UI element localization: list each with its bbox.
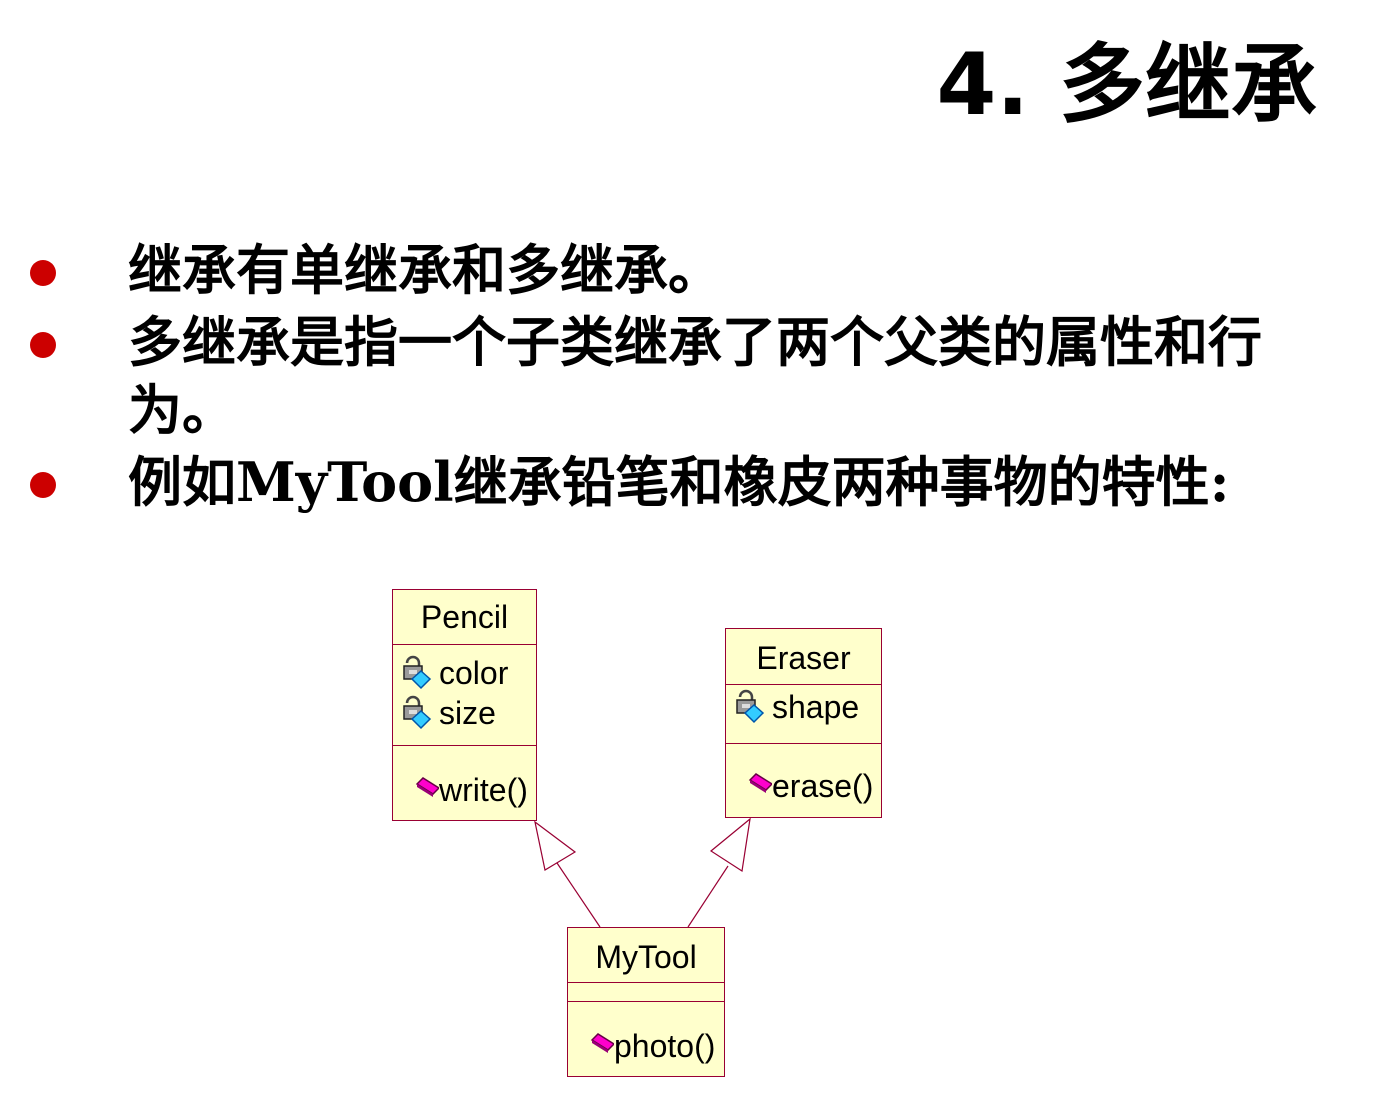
class-attributes: color size [393,645,536,746]
bullet-dot-icon [30,260,56,286]
class-operations: write() [393,746,536,810]
attribute-name: size [439,694,496,731]
bullet-dot-icon [30,332,56,358]
attribute-row: shape [732,687,881,727]
inheritance-line-pencil [554,859,601,928]
uml-class-eraser[interactable]: Eraser shape erase() [725,628,882,818]
private-attribute-icon [736,689,765,724]
operation-row: photo() [590,1026,724,1066]
bullet-item: 例如MyTool继承铅笔和橡皮两种事物的特性: [26,448,1366,516]
bullet-text: 继承有单继承和多继承。 [128,238,722,302]
private-attribute-icon [403,655,432,690]
bullet-item: 多继承是指一个子类继承了两个父类的属性和行为。 [26,308,1366,444]
operation-row: write() [415,770,536,810]
class-attributes: shape [726,685,881,744]
bullet-text: 多继承是指一个子类继承了两个父类的属性和行为。 [128,310,1262,442]
private-attribute-icon [403,695,432,730]
public-operation-icon [415,777,439,797]
class-name: Pencil [393,590,536,645]
uml-class-pencil[interactable]: Pencil color size [392,589,537,821]
attribute-name: shape [772,688,860,725]
public-operation-icon [748,773,772,793]
class-attributes [568,983,724,1002]
public-operation-icon [590,1033,614,1053]
uml-class-mytool[interactable]: MyTool photo() [567,927,725,1077]
attribute-row: size [399,693,536,733]
bullet-list: 继承有单继承和多继承。 多继承是指一个子类继承了两个父类的属性和行为。 例如My… [26,236,1366,516]
inheritance-arrowhead-pencil [534,820,577,871]
bullet-dot-icon [30,472,56,498]
inheritance-line-eraser [687,865,729,928]
bullet-item: 继承有单继承和多继承。 [26,236,1366,304]
attribute-name: color [439,654,509,691]
class-operations: erase() [726,744,881,806]
page-title: 4. 多继承 [936,35,1317,135]
operation-name: write() [439,771,528,808]
operation-row: erase() [748,766,881,806]
attribute-row: color [399,653,536,693]
operation-name: photo() [614,1027,716,1064]
bullet-text: 例如MyTool继承铅笔和橡皮两种事物的特性: [128,450,1230,514]
operation-name: erase() [772,767,874,804]
class-name: Eraser [726,629,881,685]
inheritance-arrowhead-eraser [709,817,751,873]
class-operations: photo() [568,1002,724,1066]
class-name: MyTool [568,928,724,983]
